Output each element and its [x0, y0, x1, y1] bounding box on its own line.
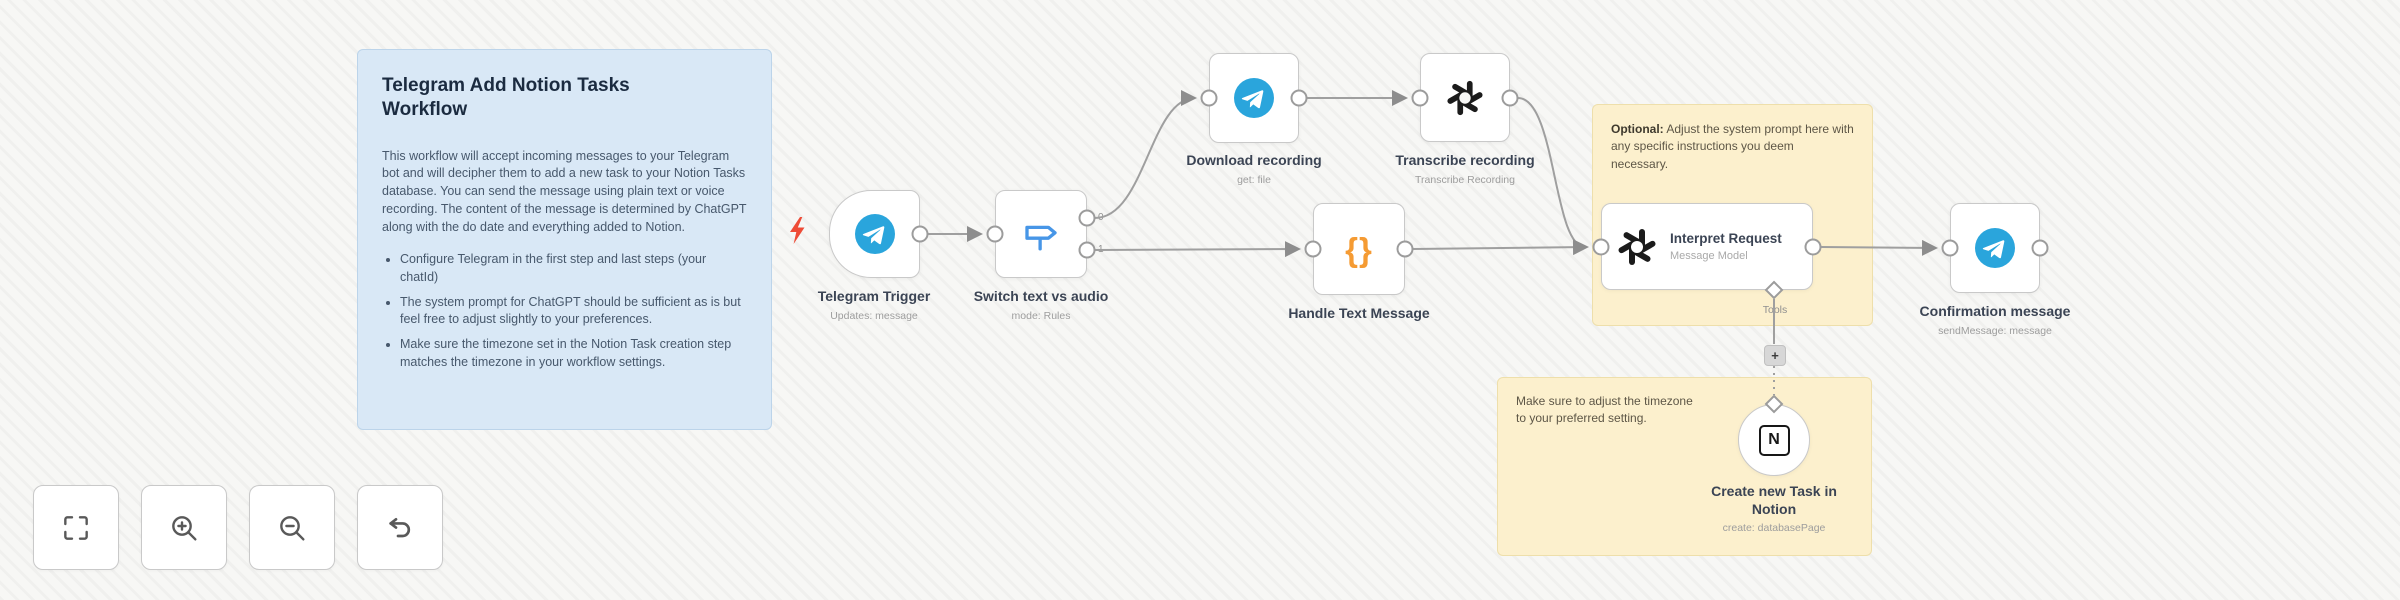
node-interpret-request[interactable]: Interpret Request Message Model	[1601, 203, 1813, 290]
sticky-note-overview[interactable]: Telegram Add Notion Tasks Workflow This …	[357, 49, 772, 430]
node-subtitle: sendMessage: message	[1938, 324, 2052, 337]
node-title: Download recording	[1186, 152, 1322, 168]
sticky-note-bullet: Configure Telegram in the first step and…	[400, 251, 747, 286]
node-transcribe-recording[interactable]	[1420, 53, 1510, 142]
sticky-note-bullet: Make sure the timezone set in the Notion…	[400, 336, 747, 371]
node-title: Switch text vs audio	[973, 288, 1109, 304]
notion-icon: N	[1758, 424, 1790, 456]
node-subtitle: create: databasePage	[1722, 522, 1826, 534]
fit-view-button[interactable]	[33, 485, 119, 570]
node-subtitle: Updates: message	[830, 309, 918, 322]
node-title: Handle Text Message	[1288, 305, 1430, 321]
sticky-note-timezone[interactable]: Make sure to adjust the timezone to your…	[1497, 377, 1872, 556]
sticky-note-body: This workflow will accept incoming messa…	[382, 148, 747, 234]
fit-view-icon	[64, 515, 88, 540]
openai-icon	[1618, 228, 1656, 265]
sticky-note-bullet: The system prompt for ChatGPT should be …	[400, 294, 747, 329]
zoom-in-icon	[172, 515, 197, 541]
reset-view-button[interactable]	[357, 485, 443, 570]
zoom-out-button[interactable]	[249, 485, 335, 570]
curly-braces-icon: {}	[1345, 230, 1373, 268]
sticky-note-title: Telegram Add Notion Tasks Workflow	[382, 75, 630, 120]
node-subtitle: Transcribe Recording	[1415, 173, 1515, 186]
node-create-notion-task[interactable]: N	[1738, 404, 1810, 476]
node-title: Telegram Trigger	[817, 288, 931, 304]
telegram-icon	[1975, 228, 2015, 268]
node-title: Interpret Request	[1670, 231, 1782, 246]
sticky-note-bold-prefix: Optional:	[1611, 122, 1664, 136]
switch-icon	[1025, 225, 1057, 251]
zoom-out-icon	[280, 515, 305, 541]
openai-icon	[1447, 80, 1483, 115]
add-tool-plus-button[interactable]: +	[1764, 345, 1786, 366]
sticky-note-text: Make sure to adjust the timezone to your…	[1516, 394, 1693, 426]
sticky-note-bullet-list: Configure Telegram in the first step and…	[382, 251, 747, 371]
output-port-label-1: 1	[1098, 244, 1104, 255]
node-switch[interactable]	[995, 190, 1087, 278]
node-subtitle: Message Model	[1670, 250, 1748, 262]
undo-arrow-icon	[389, 517, 411, 537]
node-download-recording[interactable]	[1209, 53, 1299, 143]
node-title: Confirmation message	[1919, 303, 2071, 319]
node-subtitle: mode: Rules	[1011, 309, 1071, 322]
lightning-bolt-icon	[790, 217, 807, 249]
node-telegram-trigger[interactable]	[829, 190, 920, 278]
node-title: Create new Task in Notion	[1711, 483, 1837, 517]
node-confirmation-message[interactable]	[1950, 203, 2040, 293]
telegram-icon	[854, 214, 895, 254]
output-port-label-0: 0	[1098, 212, 1104, 223]
node-title: Transcribe recording	[1395, 152, 1535, 168]
node-handle-text-message[interactable]: {}	[1313, 203, 1405, 295]
tools-port-label: Tools	[1762, 304, 1788, 316]
zoom-in-button[interactable]	[141, 485, 227, 570]
sticky-note-rest: Adjust the system prompt here with any s…	[1611, 122, 1854, 171]
sticky-note-text: Optional: Adjust the system prompt here …	[1611, 121, 1854, 173]
node-subtitle: get: file	[1237, 173, 1271, 186]
telegram-icon	[1234, 78, 1274, 118]
